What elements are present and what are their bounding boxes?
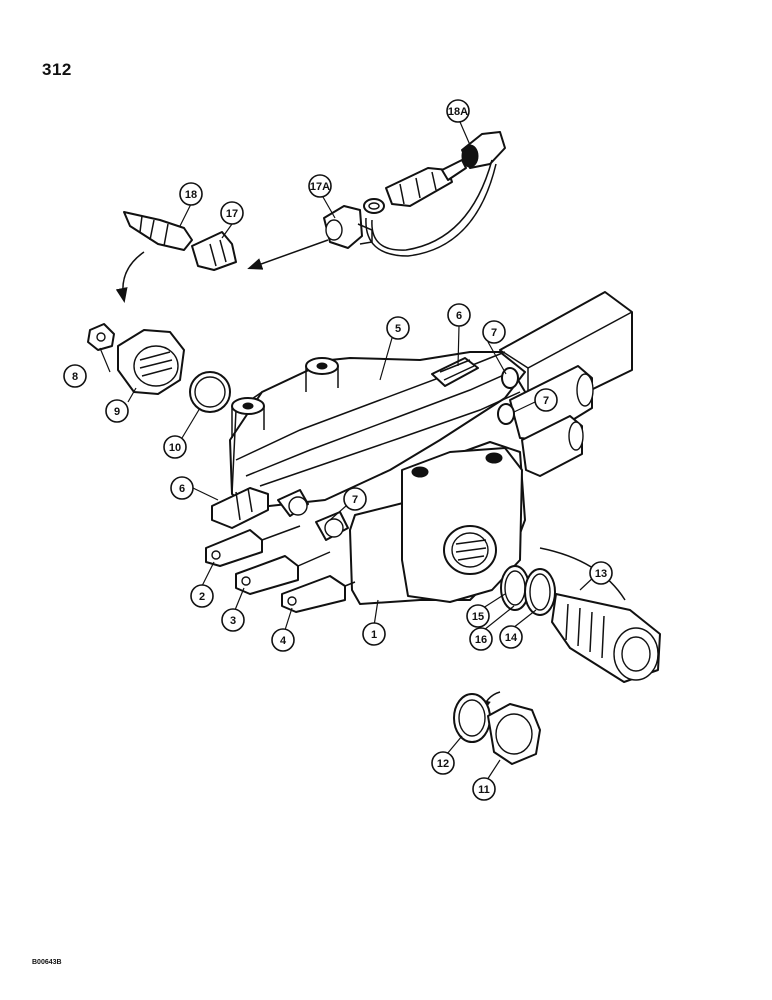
callout-5: 5 (386, 316, 410, 340)
callout-14-label: 14 (505, 632, 518, 644)
callout-9-label: 9 (114, 406, 120, 418)
callout-7-middle-label: 7 (352, 494, 358, 506)
right-fittings (453, 547, 661, 765)
leader-lines (99, 121, 597, 781)
callout-16-label: 16 (475, 634, 487, 646)
callout-17a-label: 17A (310, 181, 330, 193)
callout-8: 8 (63, 364, 87, 388)
callout-10-label: 10 (169, 442, 181, 454)
callout-6-left: 6 (170, 476, 194, 500)
callout-3-label: 3 (230, 615, 236, 627)
callout-14: 14 (499, 625, 523, 649)
callout-12: 12 (431, 751, 455, 775)
figure-code: B00643B (32, 959, 62, 966)
callout-17a: 17A (308, 174, 332, 198)
callout-13-label: 13 (595, 568, 607, 580)
callout-2-label: 2 (199, 591, 205, 603)
callout-1: 1 (362, 622, 386, 646)
callout-11: 11 (472, 777, 496, 801)
coupler-assembly (115, 131, 506, 303)
callout-17-label: 17 (226, 208, 238, 220)
callout-7-top-label: 7 (491, 327, 497, 339)
callout-16: 16 (469, 627, 493, 651)
callout-6-left-label: 6 (179, 483, 185, 495)
callout-7-middle: 7 (343, 487, 367, 511)
callout-4: 4 (271, 628, 295, 652)
callout-6-top: 6 (447, 303, 471, 327)
callout-1-label: 1 (371, 629, 377, 641)
callout-18a-label: 18A (448, 106, 468, 118)
left-fittings (87, 323, 231, 413)
callout-18-label: 18 (185, 189, 197, 201)
callout-15: 15 (466, 604, 490, 628)
callout-6-top-label: 6 (456, 310, 462, 322)
callout-9: 9 (105, 399, 129, 423)
callout-10: 10 (163, 435, 187, 459)
callout-18a: 18A (446, 99, 470, 123)
callout-7-right: 7 (534, 388, 558, 412)
callout-17: 17 (220, 201, 244, 225)
valve-body (205, 291, 633, 613)
page-number: 312 (42, 60, 72, 79)
callout-18: 18 (179, 182, 203, 206)
callout-8-label: 8 (72, 371, 78, 383)
callout-5-label: 5 (395, 323, 401, 335)
callout-7-top: 7 (482, 320, 506, 344)
callout-11-label: 11 (478, 784, 490, 796)
callout-3: 3 (221, 608, 245, 632)
callout-15-label: 15 (472, 611, 484, 623)
callout-4-label: 4 (280, 635, 287, 647)
callout-7-right-label: 7 (543, 395, 549, 407)
callout-13: 13 (589, 561, 613, 585)
callout-2: 2 (190, 584, 214, 608)
callout-12-label: 12 (437, 758, 449, 770)
